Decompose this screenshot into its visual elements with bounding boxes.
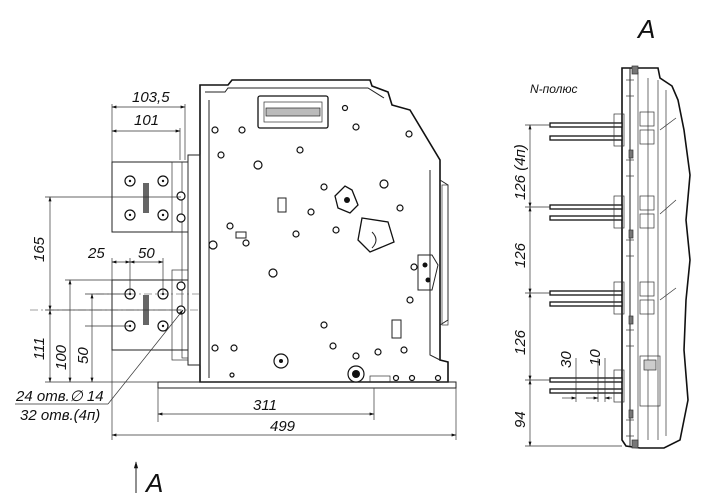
- dim-94: 94: [512, 411, 529, 428]
- frame-ticks: [626, 65, 639, 449]
- terminal-bar-4: [549, 369, 625, 403]
- dim-50-vertical: 50: [75, 347, 92, 364]
- mounting-flange: [187, 154, 201, 366]
- breaker-body-outline: [199, 79, 449, 383]
- dim-100: 100: [53, 344, 70, 370]
- dim-126-4p: 126 (4п): [512, 144, 529, 200]
- lower-terminal-holes: [124, 281, 186, 332]
- cam-lever: [357, 217, 395, 253]
- side-view: A N-полюс: [512, 14, 691, 449]
- dim-10: 10: [587, 349, 604, 366]
- dim-499: 499: [270, 418, 296, 435]
- holes-note-line2: 32 отв.(4п): [20, 407, 100, 424]
- top-dimensions: 103,5 101: [111, 89, 186, 162]
- contact-details: [639, 111, 677, 407]
- front-view: 103,5 101 165 25 50: [15, 79, 457, 498]
- base-plate: [157, 381, 457, 389]
- pole-label: N-полюс: [530, 82, 577, 96]
- dim-25: 25: [87, 245, 105, 262]
- dim-101: 101: [134, 112, 159, 129]
- upper-terminal-holes: [124, 175, 186, 223]
- body-features: [208, 104, 442, 383]
- dim-30: 30: [558, 351, 575, 368]
- dim-126-b: 126: [512, 329, 529, 355]
- dim-50-horizontal: 50: [138, 245, 155, 262]
- side-frame-outline: [621, 67, 691, 449]
- terminal-bar-n: [549, 113, 625, 147]
- dim-126-a: 126: [512, 242, 529, 268]
- dim-25-50-group: 25 50: [87, 245, 164, 294]
- lower-terminal-plate: [111, 279, 189, 351]
- terminal-bar-3: [549, 281, 625, 315]
- terminal-bars: [549, 113, 625, 403]
- dim-165: 165: [31, 236, 48, 262]
- view-label-bottom: A: [144, 468, 163, 498]
- center-lines: [30, 293, 200, 311]
- side-small-dims: 30 10: [558, 349, 612, 402]
- dim-103-5: 103,5: [132, 89, 170, 106]
- side-vertical-dims: 126 (4п) 126 126 94: [512, 124, 622, 447]
- terminal-bar-2: [549, 195, 625, 229]
- view-label-top: A: [636, 14, 655, 44]
- holes-note-line1: 24 отв.∅ 14: [15, 388, 104, 405]
- dim-vertical-group: 111 100 50: [31, 279, 158, 383]
- dim-311: 311: [253, 397, 277, 414]
- dim-111: 111: [31, 337, 48, 360]
